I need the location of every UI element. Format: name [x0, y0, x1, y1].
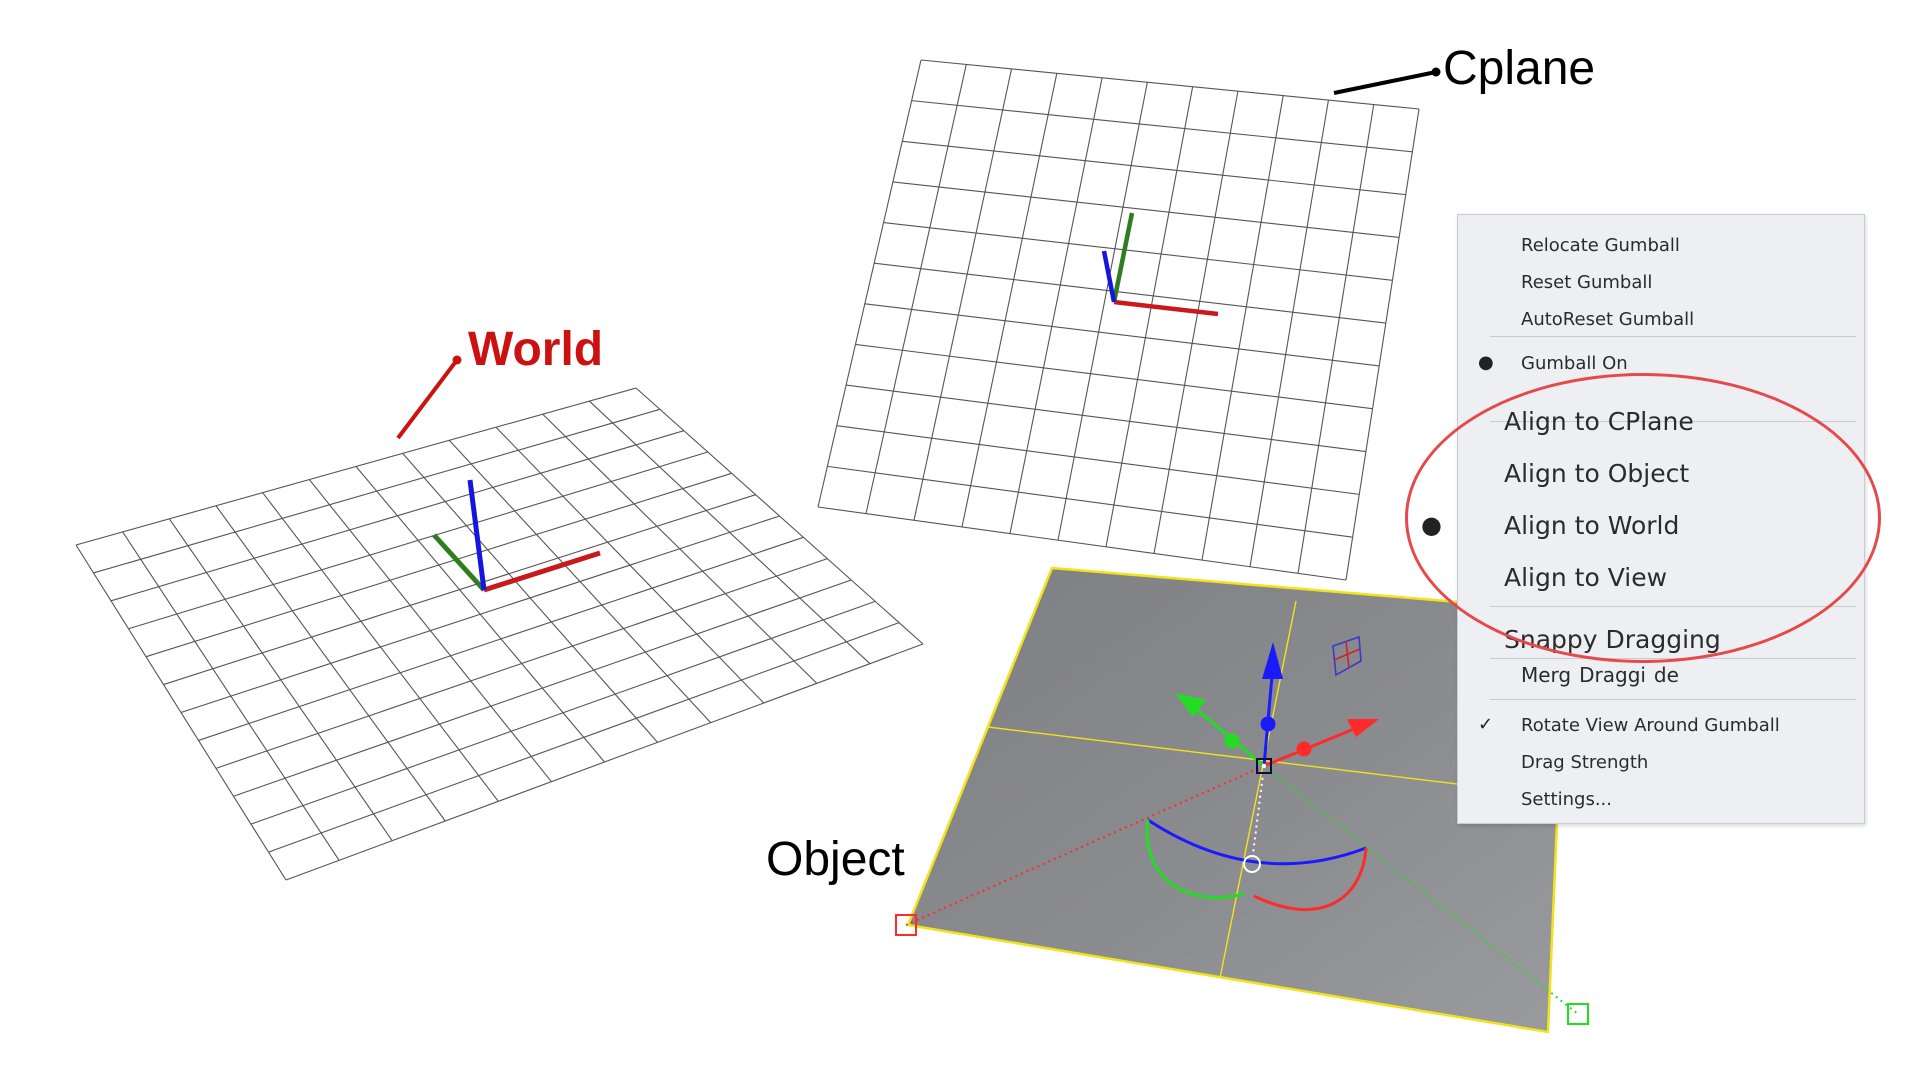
menu-item-label: AutoReset Gumball [1521, 309, 1695, 330]
grid-line [1153, 91, 1239, 554]
menu-separator [1490, 336, 1856, 337]
menu-item-align-to-world[interactable]: ● Align to World [1421, 506, 1864, 540]
cplane-grid [817, 59, 1420, 581]
menu-item-label: Align to World [1504, 511, 1680, 540]
grid-line [846, 384, 1366, 453]
grid-line [920, 59, 1420, 110]
menu-item-reset-gumball[interactable]: Reset Gumball [1458, 264, 1864, 298]
menu-item-rotate-view-around-gumball[interactable]: ✓ Rotate View Around Gumball [1458, 707, 1864, 741]
cplane-label: Cplane [1443, 42, 1596, 95]
corner-marker-red [895, 914, 917, 936]
world-axes [432, 479, 601, 593]
rotate-handle-x [1253, 847, 1368, 912]
cplane-leader [1333, 67, 1441, 95]
grid-line [911, 100, 1413, 153]
menu-item-gumball-on[interactable]: ● Gumball On [1458, 345, 1864, 379]
move-arrow-z [1262, 642, 1283, 679]
grid-line [855, 343, 1373, 410]
menu-item-merge-dragging[interactable]: Merg Draggi de [1458, 663, 1864, 689]
menu-item-label: Align to CPlane [1504, 407, 1694, 436]
checkmark-icon: ✓ [1478, 714, 1494, 735]
grid-line [892, 181, 1400, 239]
cplane-axis-z [1101, 250, 1117, 303]
menu-item-label: Drag Strength [1521, 752, 1649, 773]
grid-line [961, 73, 1058, 528]
radio-dot-icon: ● [1478, 352, 1494, 373]
menu-item-label: Reset Gumball [1521, 272, 1653, 293]
world-grid [75, 387, 924, 881]
grid-line [827, 465, 1353, 538]
grid-line [1057, 82, 1148, 541]
menu-item-label: Gumball On [1521, 353, 1628, 374]
move-arrow-y [1175, 693, 1206, 717]
grid-line [588, 400, 871, 665]
grid-line [902, 140, 1406, 196]
rotate-handle-y [1145, 819, 1245, 899]
grid-line [836, 425, 1360, 495]
rotate-handle-z [1147, 818, 1367, 866]
world-axis-z [467, 479, 487, 591]
plane-handle [1332, 635, 1362, 677]
menu-item-settings[interactable]: Settings... [1458, 781, 1864, 815]
menu-separator [1490, 658, 1856, 659]
menu-item-relocate-gumball[interactable]: Relocate Gumball [1458, 227, 1864, 261]
grid-line [215, 558, 828, 769]
grid-line [913, 68, 1013, 521]
gumball-context-menu: Relocate Gumball Reset Gumball AutoReset… [1421, 214, 1865, 824]
grid-line [285, 643, 924, 881]
cplane-axis-y [1111, 212, 1135, 303]
menu-separator [1490, 421, 1856, 422]
world-axis-y [432, 533, 486, 592]
menu-separator [1490, 699, 1856, 700]
world-axis-x [483, 550, 601, 593]
scale-handle-z [1260, 716, 1276, 732]
grid-line [864, 303, 1380, 367]
grid-line [874, 262, 1386, 324]
grid-line [198, 536, 804, 741]
menu-item-align-to-cplane[interactable]: Align to CPlane [1458, 402, 1864, 436]
grid-line [635, 387, 924, 645]
grid-line [1345, 108, 1420, 581]
world-leader [396, 355, 462, 440]
menu-item-label: Align to View [1504, 563, 1668, 592]
menu-item-label: Merg Draggi de [1521, 663, 1679, 687]
grid-line [883, 221, 1393, 281]
menu-item-label: Settings... [1521, 789, 1612, 810]
grid-line [865, 64, 967, 514]
move-arrow-x [1347, 719, 1379, 737]
menu-item-label: Snappy Dragging [1504, 625, 1721, 654]
cplane-axis-x [1113, 299, 1219, 317]
grid-line [542, 413, 818, 684]
menu-item-align-to-view[interactable]: Align to View [1458, 558, 1864, 592]
grid-line [817, 506, 1347, 581]
menu-item-label: Relocate Gumball [1521, 235, 1680, 256]
scale-handle-x [1296, 741, 1312, 757]
grid-line [1105, 86, 1194, 547]
menu-item-label: Align to Object [1504, 459, 1690, 488]
grid-line [402, 453, 658, 743]
world-label: World [468, 323, 604, 376]
object-label: Object [766, 833, 905, 886]
menu-separator [1490, 606, 1856, 607]
scale-handle-y [1224, 733, 1240, 749]
menu-item-label: Rotate View Around Gumball [1521, 715, 1780, 736]
grid-line [268, 622, 900, 853]
grid-line [1297, 104, 1375, 574]
menu-item-align-to-object[interactable]: Align to Object [1458, 454, 1864, 488]
object-gumball[interactable] [895, 635, 1589, 1025]
menu-item-snappy-dragging[interactable]: Snappy Dragging [1458, 620, 1864, 654]
corner-marker-green [1567, 1003, 1589, 1025]
grid-line [817, 59, 922, 508]
radio-dot-icon: ● [1421, 511, 1442, 539]
gumball-center [1256, 758, 1272, 774]
grid-line [250, 600, 876, 825]
grid-line [1009, 77, 1103, 534]
menu-item-drag-strength[interactable]: Drag Strength [1458, 744, 1864, 778]
cplane-axes [1101, 212, 1219, 317]
grid-line [1249, 99, 1329, 567]
menu-item-autoreset-gumball[interactable]: AutoReset Gumball [1458, 301, 1864, 335]
grid-line [1201, 95, 1284, 561]
